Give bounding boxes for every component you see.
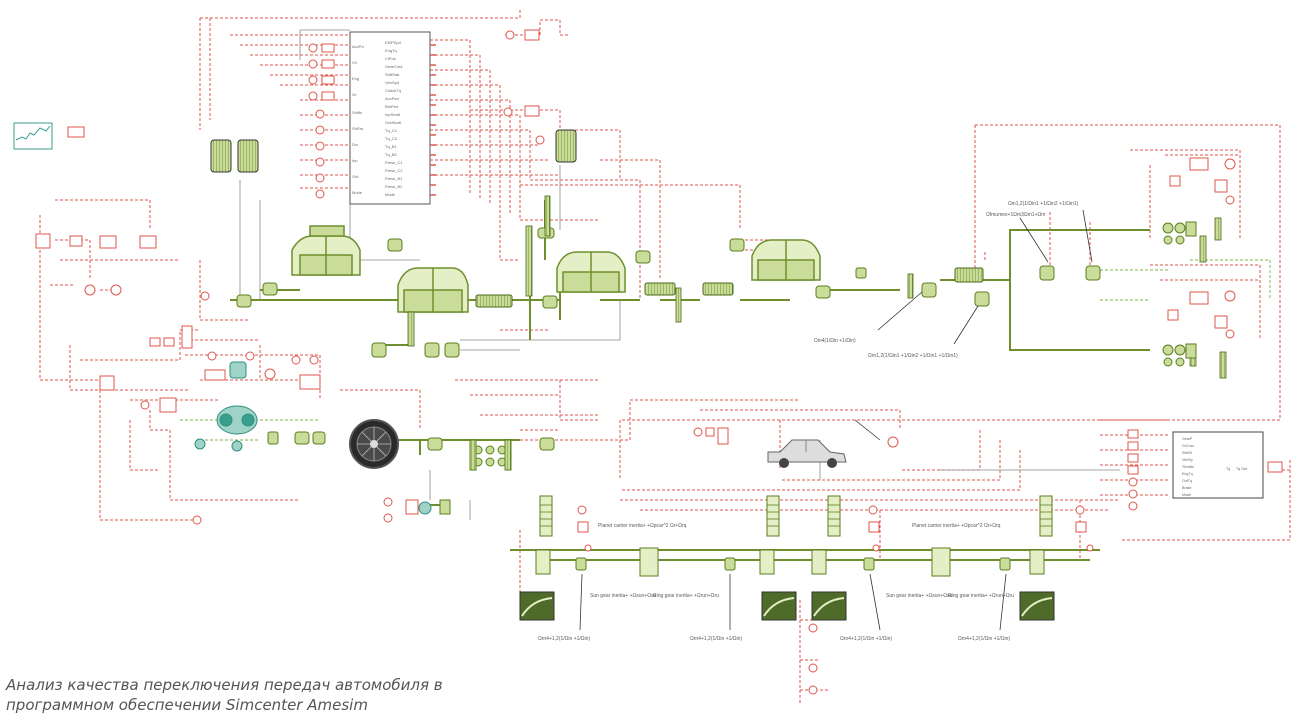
svg-text:VehSp: VehSp — [1182, 458, 1193, 462]
engine-icon[interactable] — [350, 420, 398, 468]
svg-text:Tq_C1: Tq_C1 — [385, 128, 398, 133]
svg-text:OutTq: OutTq — [1182, 479, 1192, 483]
gearbox-housing-4[interactable] — [752, 240, 820, 280]
equation-1: Ωin1,2(1/Ωin1 +1/Ωin2 +1/Ωin1) — [1008, 201, 1079, 207]
svg-text:OutShaft: OutShaft — [385, 120, 402, 125]
svg-text:Press_B2: Press_B2 — [385, 184, 403, 189]
svg-text:EMPSpd: EMPSpd — [385, 40, 401, 45]
plot-icon[interactable] — [14, 123, 84, 149]
svg-text:GearCmd: GearCmd — [385, 64, 402, 69]
svg-text:Tq Out: Tq Out — [1236, 467, 1247, 471]
svg-text:ShftStat: ShftStat — [385, 72, 400, 77]
svg-text:GearP: GearP — [1182, 437, 1193, 441]
svg-text:GrCmd: GrCmd — [1182, 444, 1194, 448]
mechanical-lines — [230, 200, 1150, 560]
caption-line-2: программном обеспечении Simcenter Amesim — [6, 695, 526, 715]
svg-text:Tq_B2: Tq_B2 — [385, 152, 398, 157]
gearbox-housing-3[interactable] — [557, 252, 625, 292]
svg-text:Shifts: Shifts — [352, 110, 362, 115]
caption-line-1: Анализ качества переключения передач авт… — [6, 675, 526, 695]
left-signal-blocks — [36, 234, 418, 524]
svg-text:Brake: Brake — [1182, 486, 1191, 490]
equation-5: Ωrn4+1,2(1/Ωin +1/Ωin) — [538, 636, 590, 642]
svg-text:Press_B1: Press_B1 — [385, 176, 403, 181]
svg-text:Mode: Mode — [352, 190, 363, 195]
svg-text:Tq: Tq — [1226, 467, 1230, 471]
equation-8: Ωrn4+1,2(1/Ωin +1/Ωin) — [958, 636, 1010, 642]
svg-text:ClPos: ClPos — [385, 56, 396, 61]
svg-text:Throttle: Throttle — [1182, 465, 1194, 469]
signal-lines — [40, 10, 1290, 705]
svg-text:Gr: Gr — [352, 92, 357, 97]
gear-group-center — [470, 440, 511, 470]
svg-text:InpShaft: InpShaft — [385, 112, 401, 117]
svg-text:BrkPed: BrkPed — [385, 104, 398, 109]
equation-3: Ωrn1,2(1/Ωin1 +1/Ωin2 +1/Ωin1 +1/Ωin1) — [868, 353, 958, 359]
svg-text:Vh: Vh — [352, 60, 357, 65]
svg-text:ShftSt: ShftSt — [1182, 451, 1192, 455]
svg-text:Press_C1: Press_C1 — [385, 160, 403, 165]
sun-gear-label-1: Sun gear inertia+ +Ωsun+Ωsu — [590, 593, 656, 599]
svg-text:Mode: Mode — [1182, 493, 1191, 497]
spring-damper-icon — [540, 496, 1052, 536]
equation-6: Ωrn4+1,2(1/Ωin +1/Ωin) — [690, 636, 742, 642]
svg-text:VehSpd: VehSpd — [385, 80, 399, 85]
svg-text:EngTq: EngTq — [1182, 472, 1193, 476]
svg-text:AccPed: AccPed — [385, 96, 399, 101]
svg-text:Inp: Inp — [352, 158, 358, 163]
svg-text:Press_C2: Press_C2 — [385, 168, 403, 173]
vehicle-icon[interactable] — [768, 440, 846, 468]
ring-gear-label-2: Ring gear inertia+ +Ωrun+Ωru — [948, 593, 1014, 599]
right-cluster-top — [1163, 158, 1235, 244]
sun-gear-label-2: Sun gear inertia+ +Ωsun+Ωsu — [886, 593, 952, 599]
svg-text:AccPd: AccPd — [352, 44, 364, 49]
planet-carrier-label-2: Planet carrier inertia+ +Ωpcar^2 Ωr+Ωrq — [912, 523, 1001, 529]
ring-gear-label-1: Ring gear inertia+ +Ωrun+Ωru — [653, 593, 719, 599]
figure-caption: Анализ качества переключения передач авт… — [6, 675, 526, 715]
svg-text:ClutchTq: ClutchTq — [385, 88, 401, 93]
svg-text:EngTq: EngTq — [385, 48, 397, 53]
svg-text:Tq_B1: Tq_B1 — [385, 144, 398, 149]
planet-carrier-label-1: Planet carrier inertia+ +Ωpcar^2 Ωr+Ωrq — [598, 523, 687, 529]
gearbox-housing-2[interactable] — [398, 268, 468, 312]
svg-text:ShPat: ShPat — [352, 126, 364, 131]
svg-text:Mode: Mode — [385, 192, 396, 197]
svg-text:Tq_C2: Tq_C2 — [385, 136, 398, 141]
svg-text:Eng: Eng — [352, 76, 359, 81]
equation-7: Ωrn4+1,2(1/Ωin +1/Ωin) — [840, 636, 892, 642]
equation-4: Ωin4(1/Ωin +1/Ωin) — [814, 338, 856, 344]
svg-text:Out: Out — [352, 174, 359, 179]
equation-2: Ωfmumex+1Ωm3Ωm1+Ωm — [986, 212, 1045, 218]
planet-carrier-blocks[interactable] — [536, 548, 1044, 576]
svg-text:Drv: Drv — [352, 142, 358, 147]
